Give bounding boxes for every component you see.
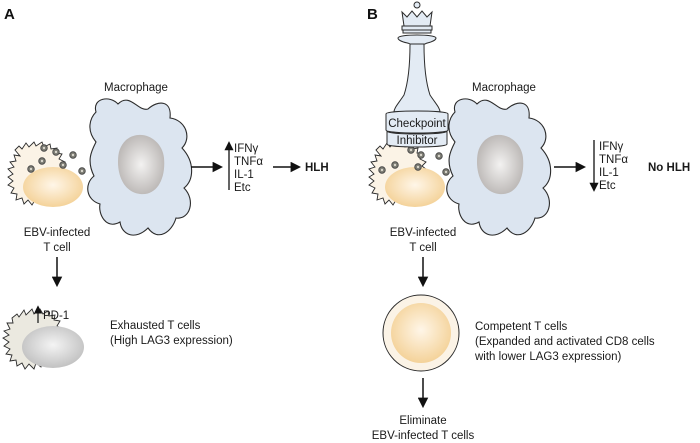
exhausted-label-1: Exhausted T cells — [110, 320, 201, 332]
cytokine-a-0: IFNγ — [234, 143, 259, 155]
panel-a-label: A — [4, 6, 15, 23]
competent-tcell — [382, 294, 460, 372]
checkpoint-inhibitor-chess-piece — [385, 1, 449, 148]
cytokine-a-2: IL-1 — [234, 169, 254, 181]
exhausted-label-2: (High LAG3 expression) — [110, 335, 233, 347]
macrophage-a-label: Macrophage — [104, 82, 168, 94]
panel-b-label: B — [367, 6, 378, 23]
macrophage-b-label: Macrophage — [472, 82, 536, 94]
infected-tcell-a — [7, 141, 86, 207]
competent-label-1: Competent T cells — [475, 321, 568, 333]
infected-tcell-b-label-2: T cell — [409, 242, 436, 254]
cytokine-b-0: IFNγ — [599, 141, 624, 153]
infected-tcell-b — [368, 141, 450, 207]
competent-label-2: (Expanded and activated CD8 cells — [475, 336, 655, 348]
drug-label-1: Checkpoint — [388, 118, 446, 130]
outcome-no-hlh: No HLH — [648, 162, 690, 174]
outcome-hlh: HLH — [305, 162, 329, 174]
pd1-label: PD-1 — [43, 310, 69, 322]
infected-tcell-a-label-1: EBV-infected — [24, 227, 90, 239]
cytokine-a-1: TNFα — [234, 156, 263, 168]
macrophage-a — [87, 98, 193, 236]
eliminate-label-2: EBV-infected T cells — [372, 430, 475, 442]
cytokine-b-3: Etc — [599, 180, 616, 192]
infected-tcell-a-label-2: T cell — [43, 242, 70, 254]
exhausted-tcell — [2, 308, 84, 370]
macrophage-b — [446, 98, 552, 236]
cytokine-b-1: TNFα — [599, 154, 628, 166]
drug-label-2: Inhibitor — [397, 135, 438, 147]
cytokine-b-2: IL-1 — [599, 167, 619, 179]
eliminate-label-1: Eliminate — [399, 415, 446, 427]
competent-label-3: with lower LAG3 expression) — [474, 351, 622, 363]
infected-tcell-b-label-1: EBV-infected — [390, 227, 456, 239]
cytokine-a-3: Etc — [234, 182, 251, 194]
